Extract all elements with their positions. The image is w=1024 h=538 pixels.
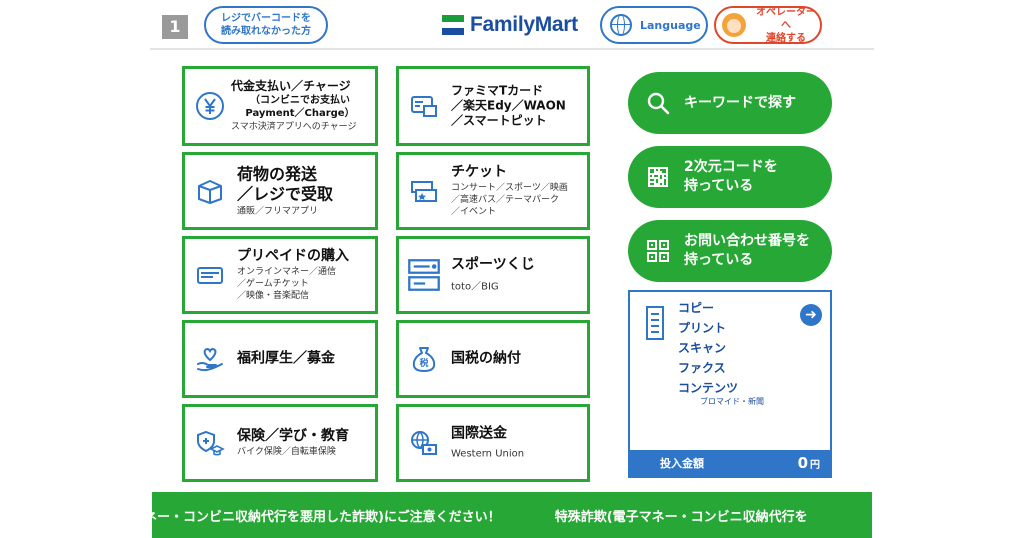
tile-insurance-title: 保険／学び・教育 [237,428,349,444]
box-icon [198,180,222,204]
familymart-logo: FamilyMart [442,12,578,38]
tile-welfare[interactable]: 福利厚生／募金 [182,320,378,398]
tax-bag-icon: 税 [412,347,436,372]
keyword-search-label: キーワードで探す [684,94,796,111]
tile-ticket-text: チケット コンサート／スポーツ／映画 ／高速バス／テーマパーク ／イベント [451,164,581,218]
keyword-search-button[interactable]: キーワードで探す [628,72,832,134]
tile-remittance-title: 国際送金 [451,425,507,442]
tile-prepaid-text: プリペイドの購入 オンラインマネー／通信 ／ゲームチケット ／映像・音楽配信 [237,248,369,302]
tile-remittance-sub: Western Union [451,448,525,460]
tile-national-tax[interactable]: 税 国税の納付 [396,320,590,398]
copy-service-list: コピー プリント スキャン ファクス コンテンツ [678,298,738,398]
barcode-number-icon [647,240,669,262]
deposit-unit: 円 [810,460,820,471]
tile-parcel[interactable]: 荷物の発送 ／レジで受取 通販／フリマアプリ [182,152,378,230]
globe-icon [610,14,632,36]
inquiry-number-label: お問い合わせ番号を 持っている [684,233,810,268]
copy-print-panel[interactable]: コピー プリント スキャン ファクス コンテンツ ブロマイド・新聞 ➜ 投入金額… [628,290,832,478]
ticket-icon [411,181,437,202]
contents-note: ブロマイド・新聞 [700,397,764,406]
tile-parcel-text: 荷物の発送 ／レジで受取 通販／フリマアプリ [237,165,369,218]
tile-sports-lottery-sub: toto／BIG [451,281,499,293]
language-label: Language [640,18,701,32]
tile-payment-text: 代金支払い／チャージ （コンビニでお支払い Payment／Charge） スマ… [231,79,369,133]
tile-national-tax-title: 国税の納付 [451,350,521,367]
copy-item-print: プリント [678,321,727,335]
logo-text: FamilyMart [470,13,578,36]
document-icon [646,306,664,340]
tile-payment-en: （コンビニでお支払い Payment／Charge） [245,95,355,119]
tile-sports-lottery-text: スポーツくじ toto／BIG [451,257,581,294]
qr-code-button[interactable]: 2次元コードを 持っている [628,146,832,208]
page-number: 1 [162,15,188,39]
copy-item-contents: コンテンツ [678,381,739,395]
ticker-text-2: 特殊詐欺(電子マネー・コンビニ収納代行を [554,510,808,525]
tile-famima-card-text: ファミマTカード ／楽天Edy／WAON ／スマートピット [451,84,581,129]
search-icon [647,92,670,115]
language-button[interactable]: Language [600,6,708,44]
familymart-logo-mark [442,15,464,36]
tile-parcel-title: 荷物の発送 ／レジで受取 [237,164,334,204]
tile-payment-title: 代金支払い／チャージ [231,79,351,93]
arrow-right-icon[interactable]: ➜ [800,304,822,326]
copy-item-copy: コピー [678,301,715,315]
tile-sports-lottery[interactable]: スポーツくじ toto／BIG [396,236,590,314]
header-bar: 1 レジでバーコードを 読み取れなかった方 FamilyMart Languag… [150,0,874,50]
qr-code-icon [648,167,668,187]
ticker-text-1: 子マネー・コンビニ収納代行を悪用した詐欺)にご注意ください！ [152,510,501,525]
operator-face-icon [722,13,746,37]
qr-code-label: 2次元コードを 持っている [684,159,778,194]
card-reader-icon [411,96,437,117]
tile-national-tax-text: 国税の納付 [451,351,581,368]
deposit-amount-value: 0 [797,454,808,472]
warning-ticker: 子マネー・コンビニ収納代行を悪用した詐欺)にご注意ください！ 特殊詐欺(電子マネー… [152,492,872,538]
tile-remittance-text: 国際送金 Western Union [451,426,581,461]
tile-payment[interactable]: 代金支払い／チャージ （コンビニでお支払い Payment／Charge） スマ… [182,66,378,146]
tile-prepaid-sub: オンラインマネー／通信 ／ゲームチケット ／映像・音楽配信 [237,267,337,301]
tile-prepaid-title: プリペイドの購入 [237,248,349,264]
tile-welfare-text: 福利厚生／募金 [237,351,369,368]
prepaid-card-icon [197,267,223,284]
svg-text:税: 税 [419,357,428,369]
tile-prepaid[interactable]: プリペイドの購入 オンラインマネー／通信 ／ゲームチケット ／映像・音楽配信 [182,236,378,314]
tile-remittance[interactable]: 国際送金 Western Union [396,404,590,482]
tile-ticket-sub: コンサート／スポーツ／映画 ／高速バス／テーマパーク ／イベント [451,183,568,217]
operator-label: オペレーターへ 連絡する [756,6,816,44]
heart-hand-icon [197,347,223,372]
tile-payment-sub: スマホ決済アプリへのチャージ [231,122,357,132]
tile-famima-card-title: ファミマTカード ／楽天Edy／WAON ／スマートピット [451,83,566,128]
shield-education-icon [197,430,225,456]
lottery-slip-icon [408,259,440,291]
copy-item-scan: スキャン [678,341,727,355]
inquiry-number-button[interactable]: お問い合わせ番号を 持っている [628,220,832,282]
tile-ticket[interactable]: チケット コンサート／スポーツ／映画 ／高速バス／テーマパーク ／イベント [396,152,590,230]
deposit-label: 投入金額 [660,457,704,470]
tile-welfare-title: 福利厚生／募金 [237,350,335,367]
tile-sports-lottery-title: スポーツくじ [451,256,535,273]
operator-contact-button[interactable]: オペレーターへ 連絡する [714,6,822,44]
tile-parcel-sub: 通販／フリマアプリ [237,206,319,217]
yen-coin-icon [196,92,224,120]
globe-money-icon [411,431,437,455]
copy-item-fax: ファクス [678,361,726,375]
tile-ticket-title: チケット [451,164,507,180]
tile-insurance[interactable]: 保険／学び・教育 バイク保険／自転車保険 [182,404,378,482]
barcode-help-button[interactable]: レジでバーコードを 読み取れなかった方 [204,6,328,44]
tile-famima-card[interactable]: ファミマTカード ／楽天Edy／WAON ／スマートピット [396,66,590,146]
tile-insurance-sub: バイク保険／自転車保険 [237,447,336,457]
ticker-scroll: 子マネー・コンビニ収納代行を悪用した詐欺)にご注意ください！ 特殊詐欺(電子マネー… [152,506,862,525]
tile-insurance-text: 保険／学び・教育 バイク保険／自転車保険 [237,428,369,458]
